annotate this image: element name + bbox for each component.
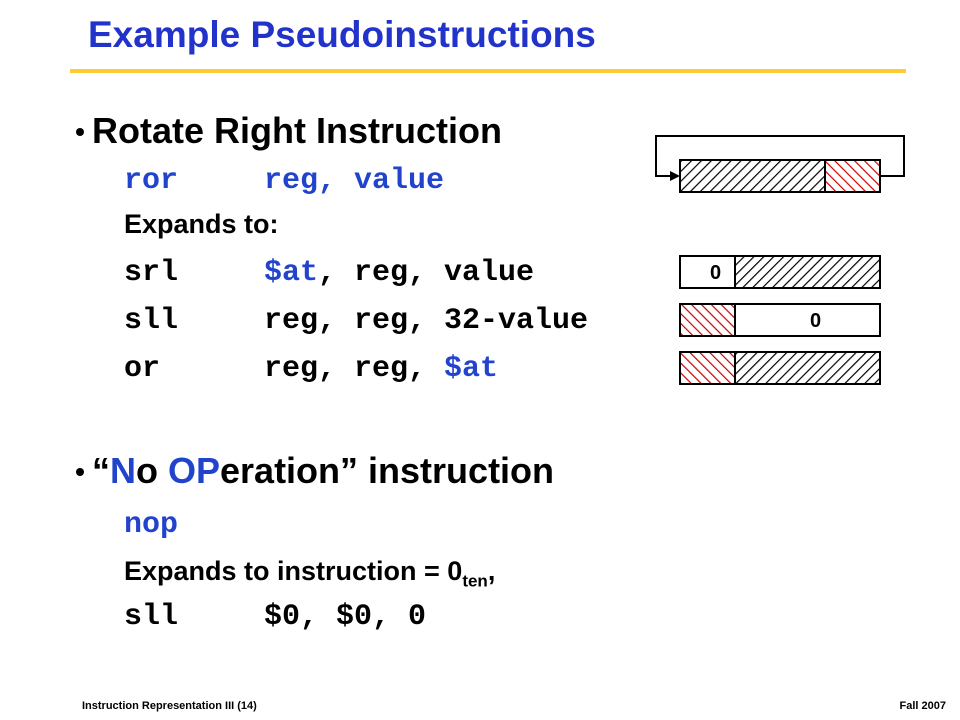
code-reg: $at (264, 256, 319, 290)
highlight-op: OP (168, 450, 221, 491)
rotate-arrow (655, 135, 905, 181)
code-args: reg, reg, (264, 352, 445, 386)
code-op: or (124, 352, 161, 386)
code-op: srl (124, 256, 179, 290)
expands-end: , (487, 556, 496, 586)
page-title: Example Pseudoinstructions (88, 14, 596, 55)
highlight-n: N (110, 450, 136, 491)
zero-label-sll: 0 (810, 310, 821, 332)
code-line-nop: nop (124, 508, 179, 542)
code-reg: $at (444, 352, 499, 386)
text-o: o (136, 450, 168, 491)
expands-label: Expands to: (124, 209, 279, 239)
footer-left: Instruction Representation III (14) (82, 700, 257, 712)
code-line-sll: sll reg, reg, 32-value (124, 304, 588, 338)
code-args: reg, reg, 32-value (264, 304, 589, 338)
bullet-dot (76, 128, 84, 136)
title-underline (70, 69, 906, 73)
subscript-ten: ten (462, 571, 488, 591)
code-op: sll (124, 600, 179, 634)
code-op: ror (124, 164, 179, 198)
register-or (679, 351, 881, 385)
code-line-or: or reg, reg, $at (124, 352, 498, 386)
code-line-ror: ror reg, value (124, 164, 444, 198)
code-args: reg, value (264, 164, 445, 198)
code-line-srl: srl $at, reg, value (124, 256, 534, 290)
expands-zero-label: Expands to instruction = 0ten, (124, 556, 495, 591)
bullet-dot (76, 468, 84, 476)
register-srl (679, 255, 881, 289)
code-op: sll (124, 304, 179, 338)
footer-right: Fall 2007 (899, 700, 946, 712)
section-heading-nop: “No OPeration” instruction (92, 450, 554, 492)
code-args: $0, $0, 0 (264, 600, 427, 634)
code-line-sll-zero: sll $0, $0, 0 (124, 600, 426, 634)
register-original (679, 159, 881, 193)
quote-open: “ (92, 450, 110, 491)
code-args: , reg, value (318, 256, 535, 290)
expands-text: Expands to instruction = 0 (124, 556, 463, 586)
section-heading-rotate: Rotate Right Instruction (92, 110, 502, 151)
text-eration: eration” instruction (220, 450, 555, 491)
register-sll (679, 303, 881, 337)
zero-label-srl: 0 (710, 262, 721, 284)
